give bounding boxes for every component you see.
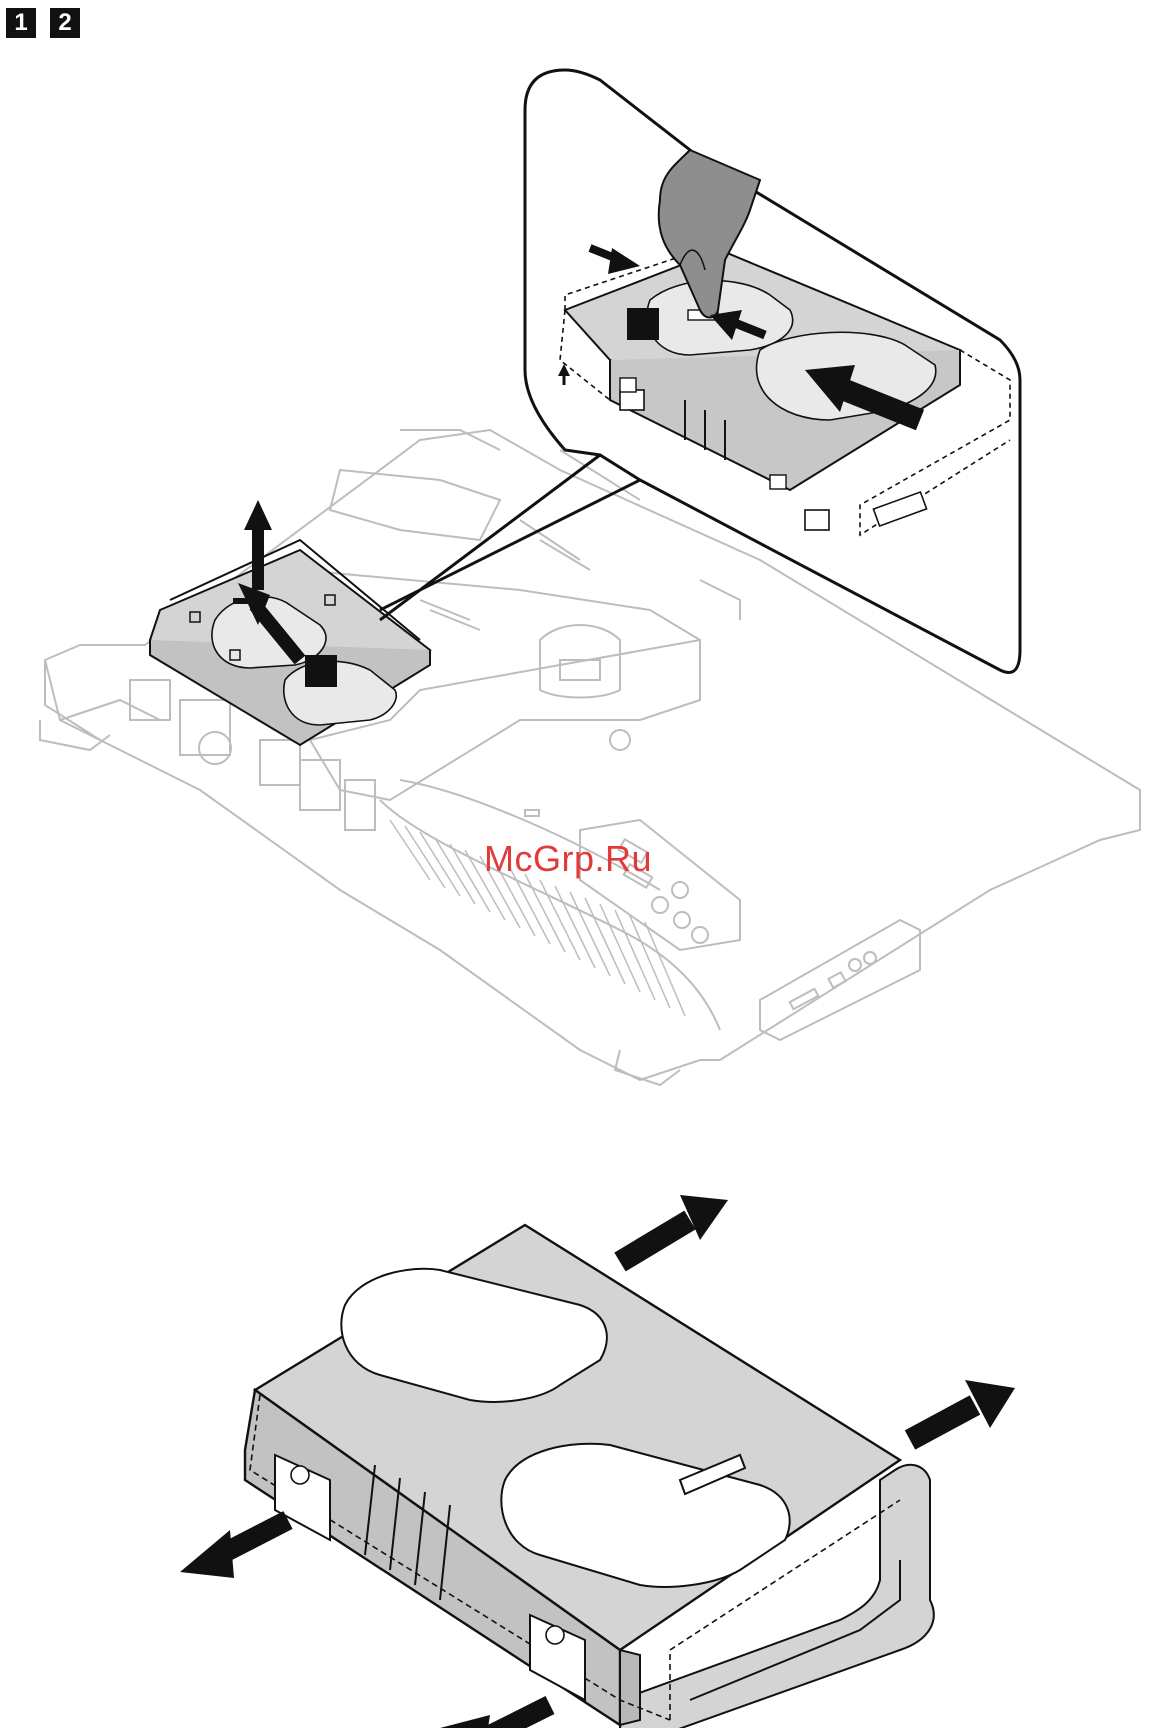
callout-marker-a: [305, 655, 337, 687]
callout-bubble: [380, 455, 640, 620]
arrow-icon: [910, 1380, 1015, 1440]
callout-marker-b: [627, 308, 659, 340]
watermark-text: McGrp.Ru: [484, 838, 652, 880]
hdd-bracket-removed: [245, 1225, 934, 1728]
arrow-icon: [620, 1195, 728, 1262]
arrow-icon: [440, 1705, 550, 1728]
arrow-icon: [180, 1520, 288, 1578]
